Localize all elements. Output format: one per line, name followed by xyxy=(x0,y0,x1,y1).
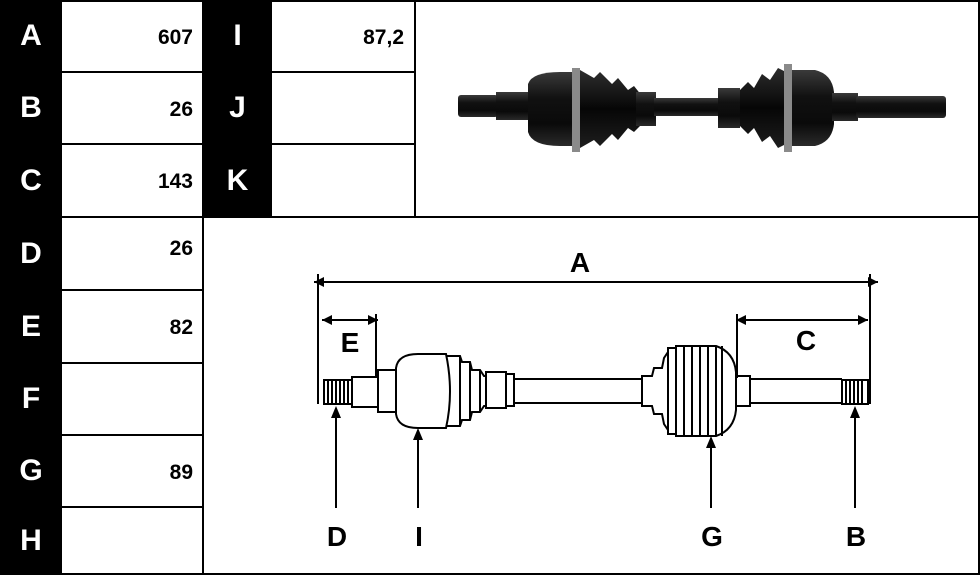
grid-line xyxy=(62,573,980,575)
right-joint-housing xyxy=(675,345,737,437)
arrow-head xyxy=(322,315,332,325)
grid-line xyxy=(62,71,203,73)
value-j xyxy=(272,72,414,144)
grid-line xyxy=(272,71,414,73)
grid-line xyxy=(272,143,414,145)
label-j: J xyxy=(203,72,272,144)
grid-line xyxy=(414,0,416,217)
grid-line xyxy=(62,506,203,508)
dimension-label-a: A xyxy=(570,247,590,278)
grid-line xyxy=(978,0,980,575)
grid-line xyxy=(62,143,203,145)
arrow-head xyxy=(850,406,860,418)
value-e: 82 xyxy=(62,290,203,363)
value-g: 89 xyxy=(62,435,203,507)
callout-label-d: D xyxy=(327,521,347,552)
grid-line xyxy=(202,0,204,575)
label-f: F xyxy=(0,363,62,435)
arrow-head xyxy=(868,277,878,287)
callout-label-b: B xyxy=(846,521,866,552)
arrow-head xyxy=(413,428,423,440)
value-c: 143 xyxy=(62,144,203,217)
label-e: E xyxy=(0,290,62,363)
grid-line xyxy=(62,216,980,218)
label-a: A xyxy=(0,0,62,72)
label-i: I xyxy=(203,0,272,72)
label-k: K xyxy=(203,144,272,217)
callout-label-i: I xyxy=(415,521,423,552)
value-k xyxy=(272,144,414,217)
arrow-head xyxy=(314,277,324,287)
right-boot xyxy=(641,348,669,434)
arrow-head xyxy=(736,315,746,325)
value-d: 26 xyxy=(62,217,203,290)
grid-line xyxy=(62,434,203,436)
dimension-label-e: E xyxy=(341,327,360,358)
label-b: B xyxy=(0,72,62,144)
arrow-head xyxy=(858,315,868,325)
arrow-head xyxy=(331,406,341,418)
value-b: 26 xyxy=(62,72,203,144)
label-g: G xyxy=(0,435,62,507)
grid-line xyxy=(62,289,203,291)
dimension-label-c: C xyxy=(796,325,816,356)
value-i: 87,2 xyxy=(272,0,414,72)
grid-line xyxy=(62,0,980,2)
label-d: D xyxy=(0,217,62,290)
left-joint-housing xyxy=(395,353,451,429)
value-f xyxy=(62,363,203,435)
callout-label-g: G xyxy=(701,521,723,552)
arrow-head xyxy=(706,436,716,448)
arrow-head xyxy=(368,315,378,325)
grid-line xyxy=(62,362,203,364)
label-h: H xyxy=(0,507,62,575)
label-c: C xyxy=(0,144,62,217)
value-h xyxy=(62,507,203,575)
value-a: 607 xyxy=(62,0,203,72)
